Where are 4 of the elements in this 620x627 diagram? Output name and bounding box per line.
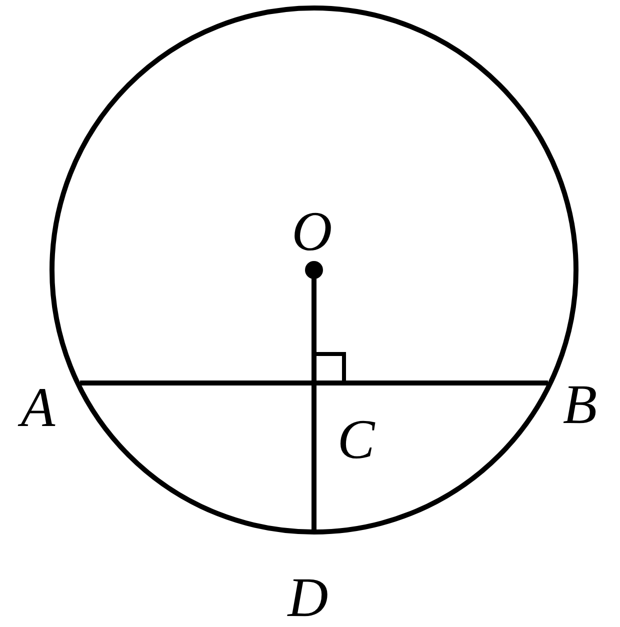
point-label: C [337,412,375,468]
point-label: O [292,204,332,260]
point-label: D [288,570,328,626]
point-label: B [562,377,598,433]
